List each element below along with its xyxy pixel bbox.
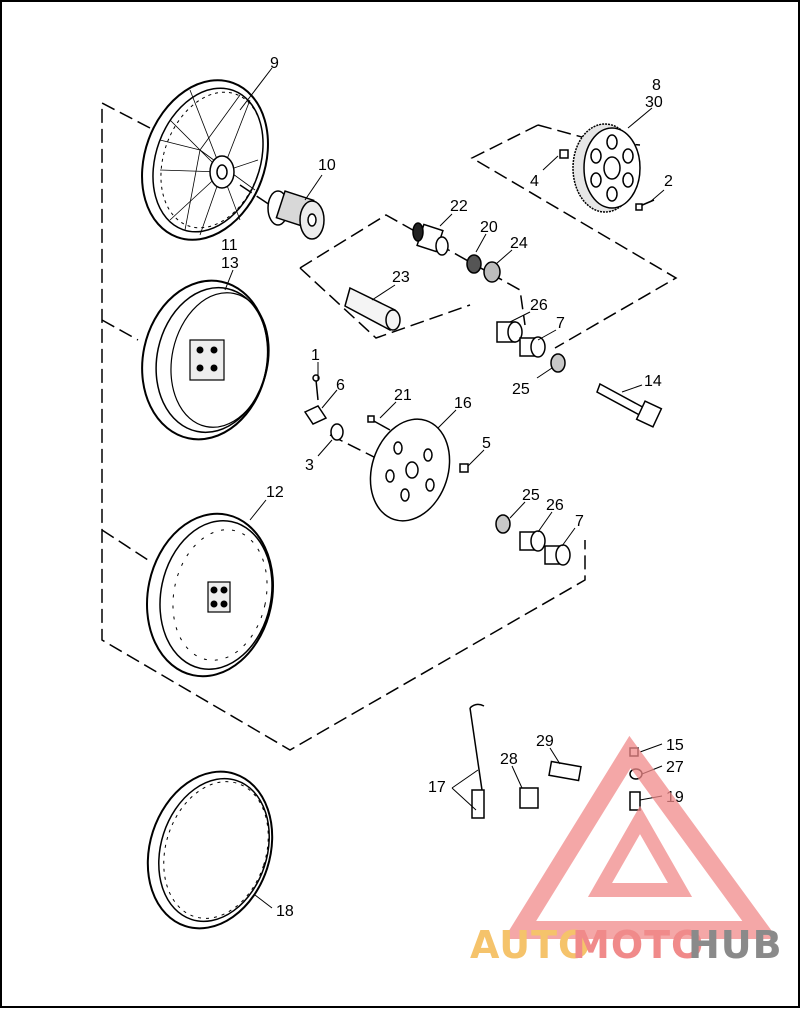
callout-24: 24 — [510, 235, 528, 252]
callout-22: 22 — [450, 198, 468, 215]
callout-27: 27 — [666, 759, 684, 776]
callout-30: 30 — [645, 94, 663, 111]
callout-28: 28 — [500, 751, 518, 768]
callout-21: 21 — [394, 387, 412, 404]
callout-10: 10 — [318, 157, 336, 174]
brake-rotor — [369, 418, 451, 522]
callout-5: 5 — [482, 435, 491, 452]
callout-8: 8 — [652, 77, 661, 94]
callout-6: 6 — [336, 377, 345, 394]
rear-axle — [596, 382, 663, 428]
logo-text-hub: HUB — [688, 923, 783, 967]
callout-25-upper: 25 — [512, 381, 530, 398]
logo-text-auto: AUTO — [470, 923, 591, 967]
spoked-wheel — [141, 79, 269, 241]
callout-7-lower: 7 — [575, 513, 584, 530]
callout-20: 20 — [480, 219, 498, 236]
callout-9: 9 — [270, 55, 279, 72]
automotohub-logo: AUTO MOTO HUB — [470, 735, 783, 967]
bare-rim — [146, 770, 274, 930]
callout-15: 15 — [666, 737, 684, 754]
callout-12: 12 — [266, 484, 284, 501]
brake-disc-hardware — [303, 374, 469, 473]
callout-2: 2 — [664, 173, 673, 190]
callout-13: 13 — [221, 255, 239, 272]
callout-25-lower: 25 — [522, 487, 540, 504]
callout-26-upper: 26 — [530, 297, 548, 314]
axle-sleeve — [344, 286, 401, 332]
logo-text-moto: MOTO — [572, 923, 704, 967]
callout-7-upper: 7 — [556, 315, 565, 332]
callout-16: 16 — [454, 395, 472, 412]
callout-23: 23 — [392, 269, 410, 286]
callout-29: 29 — [536, 733, 554, 750]
callout-18: 18 — [276, 903, 294, 920]
lower-bearings — [495, 514, 571, 566]
callout-labels: 9 10 8 30 4 2 22 20 24 11 13 23 26 7 25 … — [221, 55, 684, 920]
callout-17: 17 — [428, 779, 446, 796]
disc-wheel — [141, 279, 270, 441]
wheel-hub — [267, 190, 325, 240]
axle-spacers — [412, 222, 501, 283]
laced-rim-wheel — [146, 512, 274, 678]
callout-14: 14 — [644, 373, 662, 390]
callout-3: 3 — [305, 457, 314, 474]
callout-4: 4 — [530, 173, 539, 190]
rear-sprocket — [572, 123, 641, 213]
upper-bearings — [496, 321, 566, 373]
callout-26-lower: 26 — [546, 497, 564, 514]
callout-leaders — [224, 67, 665, 909]
callout-1: 1 — [311, 347, 320, 364]
callout-11: 11 — [221, 237, 238, 254]
